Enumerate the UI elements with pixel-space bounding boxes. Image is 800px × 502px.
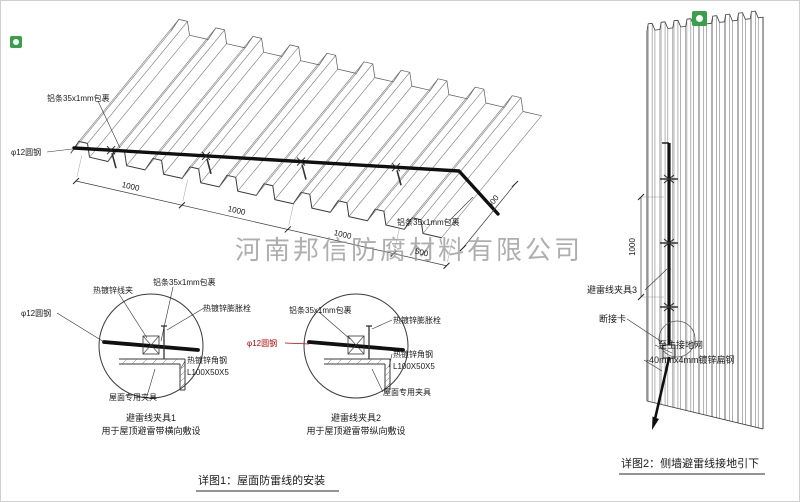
dim-1000-c: 1000 <box>333 228 353 241</box>
wall-label-clamp3: 避雷线夹具3 <box>587 284 637 295</box>
d1-label-angle-steel: 热镀锌角钢 <box>187 355 227 365</box>
d2-label-alu-strip: 铝条35x1mm包裹 <box>289 305 352 315</box>
wall-detail-circle <box>658 320 696 358</box>
d1-label-wire-clip: 热镀锌线夹 <box>93 285 133 295</box>
stamp-icon-left <box>10 36 22 48</box>
label-round-steel-roof: φ12圆钢 <box>11 147 41 157</box>
wall-structure <box>646 10 764 430</box>
label-alu-strip-right: 铝条35x1mm包裹 <box>397 217 460 227</box>
leader-lines <box>46 100 673 397</box>
detail-circle-1-outline <box>98 293 204 399</box>
wall-detail-circle-outline <box>658 320 696 358</box>
stamp-icon-right <box>692 11 707 26</box>
detail-circle-1 <box>98 293 204 399</box>
d1-label-round-steel: φ12圆钢 <box>21 308 51 318</box>
wall-label-disconnect: 断接卡 <box>599 313 626 324</box>
label-alu-strip-top: 铝条35x1mm包裹 <box>47 93 110 103</box>
d2-label-round-steel: φ12圆钢 <box>247 338 277 348</box>
roof-dimensions <box>72 155 519 270</box>
d1-label-roof-clamp: 屋面专用夹具 <box>109 392 157 402</box>
d1-title: 避雷线夹具1 <box>126 412 176 423</box>
roof-structure <box>70 19 542 239</box>
wall-label-to-ground: 至主接地网 <box>658 339 703 350</box>
caption-detail-2: 详图2：侧墙避雷线接地引下 <box>621 456 759 470</box>
dim-500-chain: 500 <box>414 247 430 259</box>
dim-1000-a: 1000 <box>121 180 141 193</box>
watermark-text: 河南邦信防腐材料有限公司 <box>235 235 583 265</box>
dim-1000-b: 1000 <box>227 204 247 217</box>
d2-label-angle-spec: L100X50X5 <box>393 362 435 371</box>
d1-note: 用于屋顶避雷带横向敷设 <box>101 425 200 436</box>
dim-500-side: 500 <box>485 193 501 209</box>
d1-label-angle-spec: L100X50X5 <box>187 368 229 377</box>
wall-dim-1000: 1000 <box>628 238 637 256</box>
detail-circle-2 <box>303 293 409 399</box>
wall-dimensions <box>637 193 664 301</box>
wall-label-flat-steel: -40mmx4mm镀锌扁钢 <box>646 354 735 365</box>
d2-label-roof-clamp: 屋面专用夹具 <box>383 387 431 397</box>
d1-label-alu-strip: 铝条35x1mm包裹 <box>153 277 216 287</box>
d2-title: 避雷线夹具2 <box>331 412 381 423</box>
d2-label-expansion-bolt: 热镀锌膨胀栓 <box>393 315 441 325</box>
detail-circle-2-outline <box>303 293 409 399</box>
caption-detail-1: 详图1：屋面防雷线的安装 <box>198 473 325 487</box>
wall-wire <box>652 142 678 430</box>
roof-wire <box>72 145 500 216</box>
d2-label-angle-steel: 热镀锌角钢 <box>393 349 433 359</box>
d2-note: 用于屋顶避雷带纵向敷设 <box>306 425 405 436</box>
d1-label-expansion-bolt: 热镀锌膨胀栓 <box>203 303 251 313</box>
